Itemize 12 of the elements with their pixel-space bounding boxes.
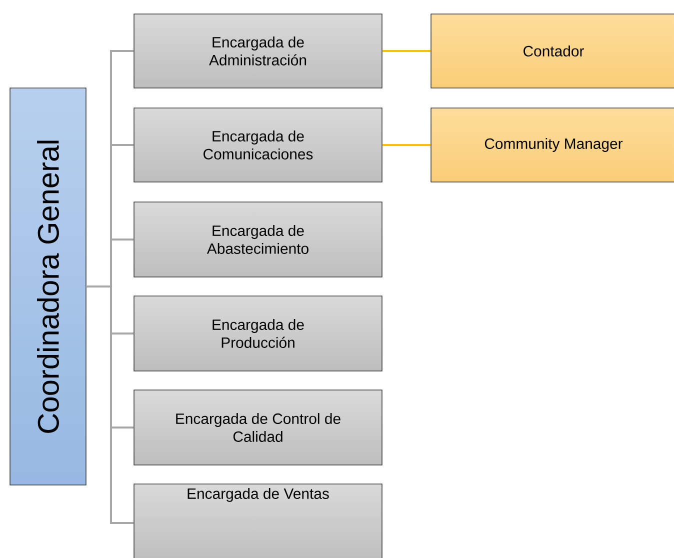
connector-line: [382, 50, 431, 52]
department-box: Encargada de Comunicaciones: [134, 108, 382, 182]
connector-line: [382, 144, 431, 146]
department-box: Encargada de Control de Calidad: [134, 390, 382, 466]
staff-box: Community Manager: [430, 108, 674, 182]
department-box: Encargada de Administración: [134, 14, 382, 88]
department-box: Encargada de Abastecimiento: [134, 202, 382, 278]
coordinator-box: Coordinadora General: [10, 88, 86, 486]
department-box: Encargada de Producción: [134, 296, 382, 372]
staff-box: Contador: [430, 14, 674, 88]
department-box: Encargada de Ventas: [134, 484, 382, 558]
connector-line: [86, 286, 134, 524]
